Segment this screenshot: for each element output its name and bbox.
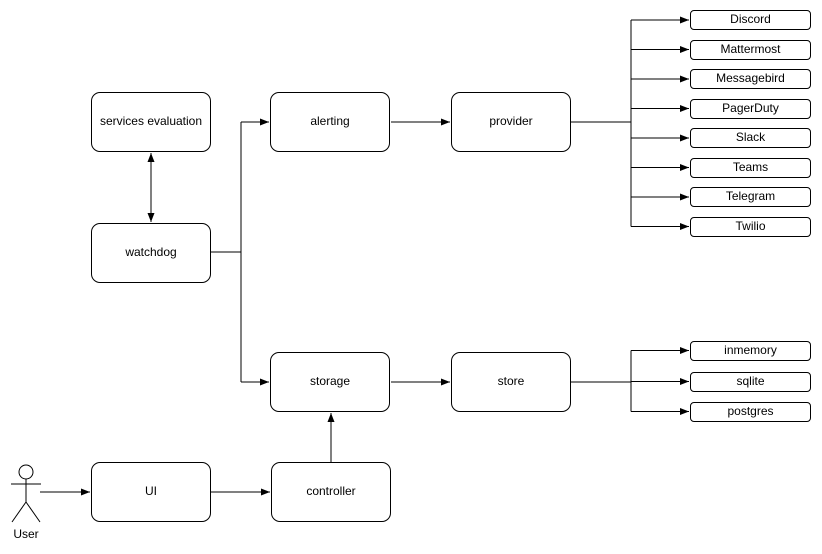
user-actor-label: User (13, 527, 39, 541)
node-services-evaluation: services evaluation (91, 92, 211, 152)
node-store: store (451, 352, 571, 412)
node-discord: Discord (690, 10, 811, 30)
node-watchdog: watchdog (91, 223, 211, 283)
node-teams: Teams (690, 157, 811, 178)
node-alerting: alerting (270, 92, 390, 152)
node-controller: controller (271, 462, 391, 522)
node-pagerduty: PagerDuty (690, 98, 811, 119)
node-ui: UI (91, 462, 211, 522)
node-mattermost: Mattermost (690, 39, 811, 60)
node-provider: provider (451, 92, 571, 152)
node-telegram: Telegram (690, 187, 811, 207)
node-slack: Slack (690, 128, 811, 148)
node-messagebird: Messagebird (690, 69, 811, 89)
node-postgres: postgres (690, 401, 811, 422)
node-twilio: Twilio (690, 216, 811, 237)
user-actor-icon (11, 464, 41, 523)
node-inmemory: inmemory (690, 340, 811, 361)
node-storage: storage (270, 352, 390, 412)
node-sqlite: sqlite (690, 371, 811, 392)
